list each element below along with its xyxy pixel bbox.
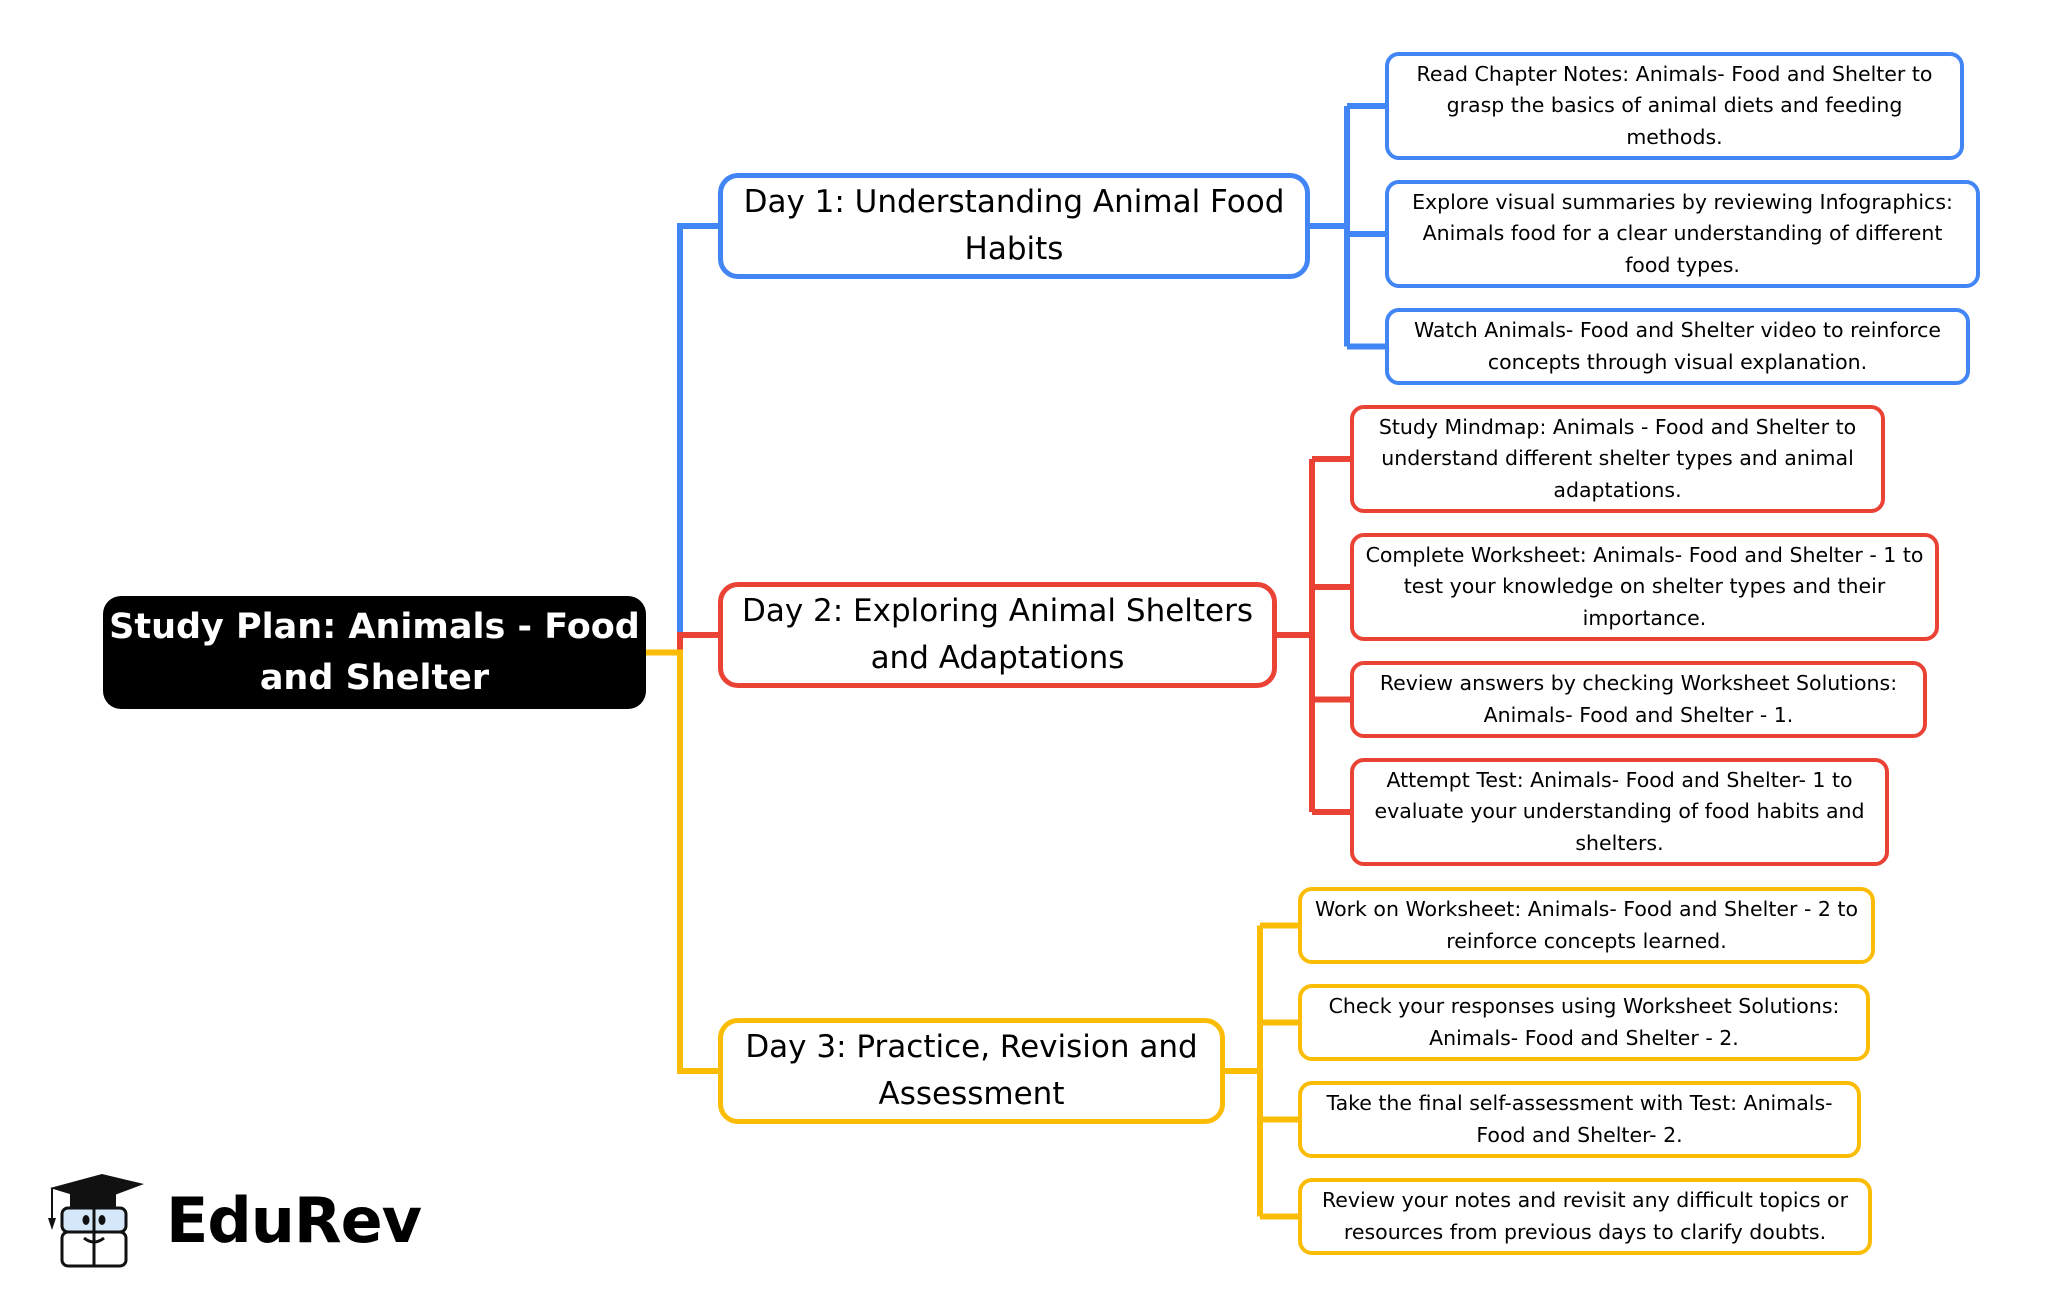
task-text: Check your responses using Worksheet Sol…: [1328, 994, 1840, 1050]
task-node: Complete Worksheet: Animals- Food and Sh…: [1350, 533, 1939, 641]
branch-connector: [646, 649, 718, 1074]
task-text: Review answers by checking Worksheet Sol…: [1379, 671, 1898, 727]
task-node: Read Chapter Notes: Animals- Food and Sh…: [1385, 52, 1964, 160]
task-node: Explore visual summaries by reviewing In…: [1385, 180, 1980, 288]
branch-day-1: Day 1: Understanding Animal Food Habits: [718, 173, 1310, 279]
task-node: Study Mindmap: Animals - Food and Shelte…: [1350, 405, 1885, 513]
graduation-cap-mascot-icon: [48, 1174, 144, 1268]
branch-label: Day 1: Understanding Animal Food Habits: [743, 184, 1285, 267]
task-text: Attempt Test: Animals- Food and Shelter-…: [1374, 767, 1865, 855]
task-text: Watch Animals- Food and Shelter video to…: [1413, 318, 1942, 374]
edurev-logo: EduRev: [40, 1170, 422, 1270]
task-text: Take the final self-assessment with Test…: [1326, 1091, 1833, 1147]
task-node: Review answers by checking Worksheet Sol…: [1350, 661, 1927, 738]
task-text: Explore visual summaries by reviewing In…: [1412, 189, 1953, 277]
task-text: Work on Worksheet: Animals- Food and She…: [1315, 897, 1858, 953]
root-node: Study Plan: Animals - Food and Shelter: [103, 596, 646, 709]
task-node: Attempt Test: Animals- Food and Shelter-…: [1350, 758, 1889, 866]
branch-label: Day 2: Exploring Animal Shelters and Ada…: [741, 593, 1254, 676]
task-node: Take the final self-assessment with Test…: [1298, 1081, 1861, 1158]
task-node: Check your responses using Worksheet Sol…: [1298, 984, 1870, 1061]
branch-label: Day 3: Practice, Revision and Assessment: [745, 1029, 1198, 1112]
task-text: Review your notes and revisit any diffic…: [1321, 1188, 1849, 1244]
branch-day-2: Day 2: Exploring Animal Shelters and Ada…: [718, 582, 1277, 688]
branch-connector: [646, 223, 718, 656]
branch-day-3: Day 3: Practice, Revision and Assessment: [718, 1018, 1225, 1124]
root-title: Study Plan: Animals - Food and Shelter: [109, 606, 640, 698]
task-node: Watch Animals- Food and Shelter video to…: [1385, 308, 1970, 385]
task-text: Study Mindmap: Animals - Food and Shelte…: [1378, 414, 1857, 502]
task-text: Read Chapter Notes: Animals- Food and Sh…: [1416, 61, 1933, 149]
task-node: Work on Worksheet: Animals- Food and She…: [1298, 887, 1875, 964]
task-text: Complete Worksheet: Animals- Food and Sh…: [1365, 542, 1924, 630]
logo-text: EduRev: [166, 1183, 422, 1257]
task-node: Review your notes and revisit any diffic…: [1298, 1178, 1872, 1255]
